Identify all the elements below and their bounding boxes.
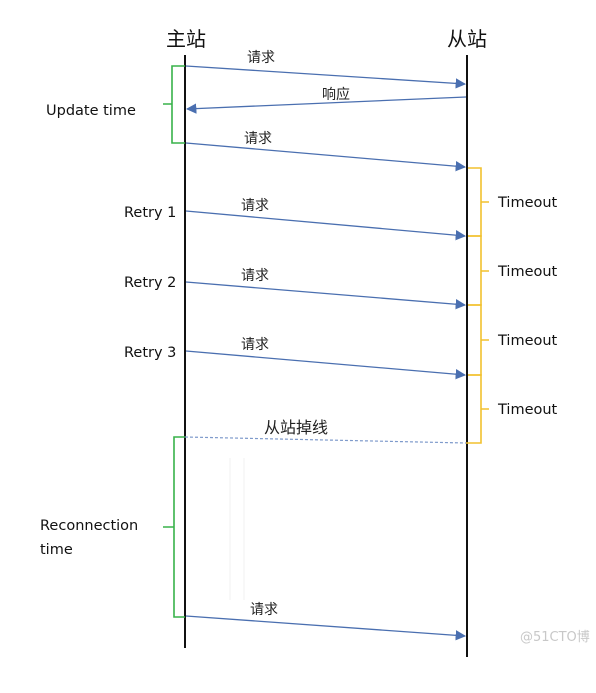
retry-label-3: Retry 3	[124, 345, 176, 361]
retry-request-label-2: 请求	[241, 268, 269, 284]
retry-label-2: Retry 2	[124, 275, 176, 291]
reconnection-label-line1: Reconnection	[40, 518, 138, 534]
timeout-braces	[466, 167, 489, 444]
retry-request-label-3: 请求	[241, 337, 269, 353]
request-arrow-2	[185, 142, 467, 172]
request-arrow-1	[185, 65, 467, 89]
response-arrow	[185, 96, 467, 114]
reconnection-label-line2: time	[40, 542, 73, 558]
request-label-2: 请求	[244, 131, 272, 147]
timeout-brace-2	[468, 235, 489, 306]
retry-request-label-1: 请求	[241, 198, 269, 214]
timeout-brace-1	[468, 167, 489, 237]
retry-arrow-3	[185, 350, 467, 380]
faint-background-lines	[229, 458, 245, 600]
timeout-label-2: Timeout	[497, 264, 558, 280]
slave-title: 从站	[447, 27, 487, 51]
timeout-brace-4	[466, 374, 489, 444]
update-time-label: Update time	[46, 103, 136, 119]
slave-offline-dashed-line	[184, 436, 467, 444]
master-title: 主站	[166, 27, 206, 51]
update-time-brace	[163, 65, 185, 144]
reconnection-time-brace	[163, 436, 185, 618]
retry-arrow-1	[185, 210, 467, 241]
retry-arrow-2	[185, 281, 467, 310]
request-label-final: 请求	[250, 602, 278, 618]
timeout-label-3: Timeout	[497, 333, 558, 349]
request-label-1: 请求	[247, 50, 275, 66]
timeout-label-4: Timeout	[497, 402, 558, 418]
response-label: 响应	[322, 86, 350, 103]
request-arrow-final	[185, 615, 467, 641]
timeout-label-1: Timeout	[497, 195, 558, 211]
watermark-text: @51CTO博	[520, 630, 590, 645]
slave-offline-label: 从站掉线	[264, 418, 328, 437]
retry-label-1: Retry 1	[124, 205, 176, 221]
timeout-brace-3	[468, 304, 489, 376]
